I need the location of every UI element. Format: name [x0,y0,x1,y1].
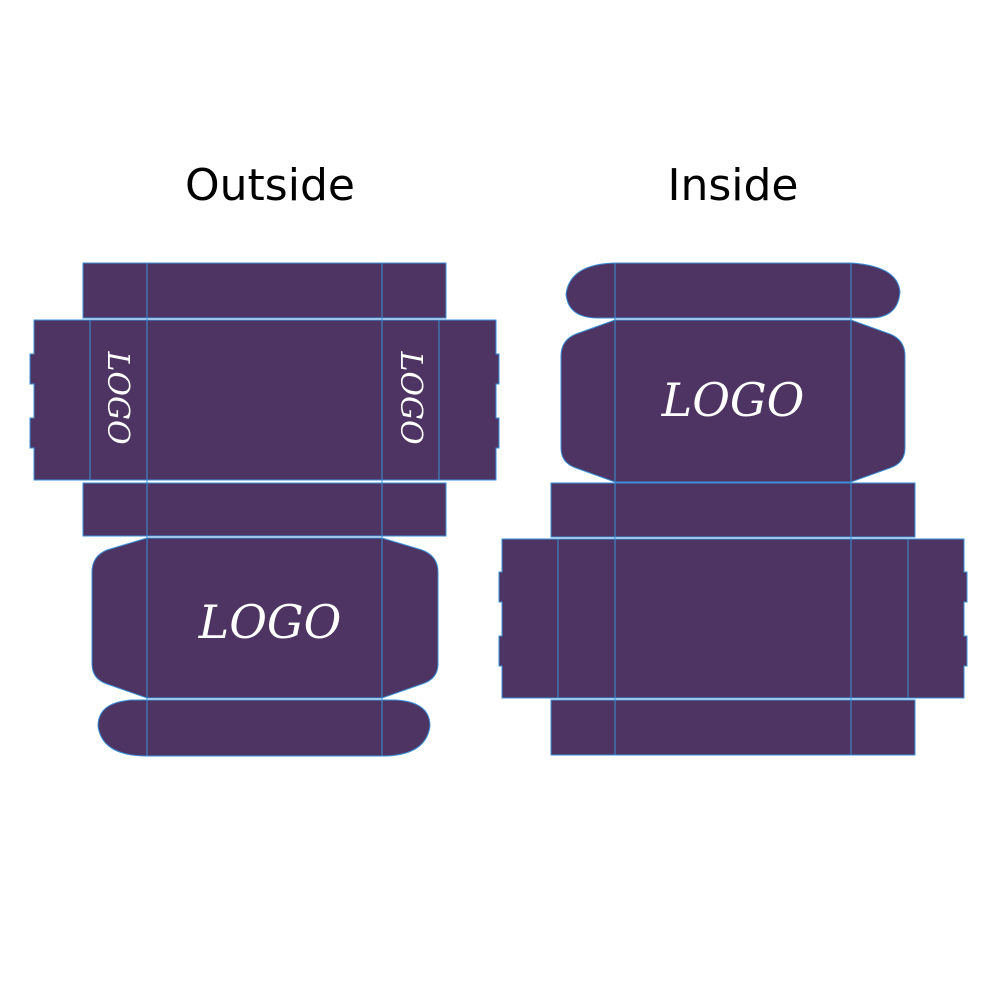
outside-top-right-tab [381,262,447,319]
outside-dieline: LOGO LOGO LOGO [29,262,500,757]
inside-back-right-tab [850,482,916,538]
outside-top-flap [146,262,383,319]
outside-lid-logo: LOGO [198,595,342,649]
inside-left-inner-wall [557,538,616,699]
outside-left-wall-logo: LOGO [100,350,135,444]
outside-top-left-tab [82,262,148,319]
inside-lid-logo: LOGO [661,373,805,427]
inside-dieline: LOGO [498,262,968,756]
inside-base-panel [614,538,852,699]
inside-back-wall [614,482,852,538]
inside-right-outer-wall [907,538,968,699]
inside-bottom-right-tab [850,699,916,756]
inside-bottom-left-tab [550,699,616,756]
inside-tuck-flap [565,262,901,319]
outside-back-left-tab [82,482,148,537]
outside-left-inner-wall [89,319,148,481]
outside-left-outer-wall [29,319,91,481]
inside-title: Inside [667,160,799,211]
outside-back-wall [146,482,383,537]
outside-right-wall-logo: LOGO [393,350,428,444]
outside-right-outer-wall [438,319,500,481]
outside-back-right-tab [381,482,447,537]
inside-left-outer-wall [498,538,559,699]
outside-tuck-flap [97,699,431,757]
outside-title: Outside [185,160,355,211]
outside-base-panel [146,319,383,481]
inside-bottom-flap [614,699,852,756]
inside-right-inner-wall [850,538,909,699]
inside-back-left-tab [550,482,616,538]
